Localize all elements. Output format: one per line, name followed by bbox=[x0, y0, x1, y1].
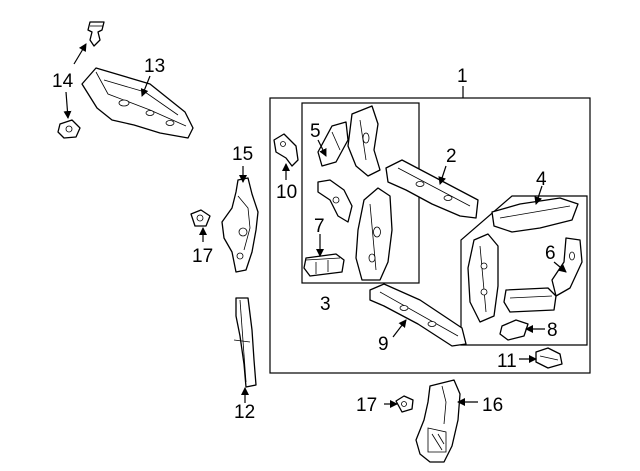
part-box3-upper-panel bbox=[347, 105, 381, 177]
callout-4: 4 bbox=[536, 169, 547, 190]
part-16-air-duct bbox=[415, 379, 461, 463]
part-6-bracket bbox=[551, 237, 583, 297]
callout-16: 16 bbox=[482, 395, 503, 416]
callout-5: 5 bbox=[310, 121, 321, 142]
part-11-small-bracket bbox=[535, 347, 563, 369]
leader-lines bbox=[63, 43, 567, 408]
part-5-bracket bbox=[317, 121, 349, 167]
subassembly-box-4 bbox=[460, 195, 588, 346]
callout-15: 15 bbox=[232, 144, 253, 165]
part-14-clip-bottom bbox=[57, 119, 81, 139]
part-17-clip-left bbox=[190, 209, 211, 227]
part-13-support-reinforcement bbox=[81, 67, 194, 139]
callout-1: 1 bbox=[457, 66, 468, 87]
part-2-upper-support-member bbox=[385, 159, 479, 219]
part-box4-upper-bracket bbox=[491, 197, 579, 233]
callout-12: 12 bbox=[234, 402, 255, 423]
part-box3-side-panel bbox=[317, 179, 353, 223]
part-box4-lower-member bbox=[503, 287, 557, 313]
callout-6: 6 bbox=[545, 243, 556, 264]
part-box4-side-panel bbox=[467, 233, 499, 323]
part-8-clip-bracket bbox=[499, 319, 529, 341]
callout-17-left: 17 bbox=[192, 246, 213, 267]
part-10-small-bracket bbox=[273, 133, 299, 167]
assembly-box-1 bbox=[269, 86, 591, 374]
callout-9: 9 bbox=[378, 334, 389, 355]
callout-11: 11 bbox=[497, 351, 517, 372]
part-17-clip-bottom bbox=[395, 395, 414, 413]
callout-14: 14 bbox=[52, 71, 74, 92]
callout-2: 2 bbox=[446, 146, 457, 167]
callout-17-bottom: 17 bbox=[356, 395, 377, 416]
callout-3: 3 bbox=[320, 294, 331, 315]
callout-7: 7 bbox=[314, 216, 325, 237]
callout-8: 8 bbox=[547, 320, 558, 341]
callout-13: 13 bbox=[144, 56, 165, 77]
callout-10: 10 bbox=[276, 182, 297, 203]
part-box3-lower-support bbox=[355, 187, 393, 281]
part-15-side-bracket bbox=[221, 177, 259, 273]
part-14-clip-top bbox=[87, 21, 105, 47]
part-12-vertical-support bbox=[233, 297, 257, 388]
part-9-lower-support bbox=[369, 283, 467, 347]
part-7-block bbox=[303, 253, 345, 277]
